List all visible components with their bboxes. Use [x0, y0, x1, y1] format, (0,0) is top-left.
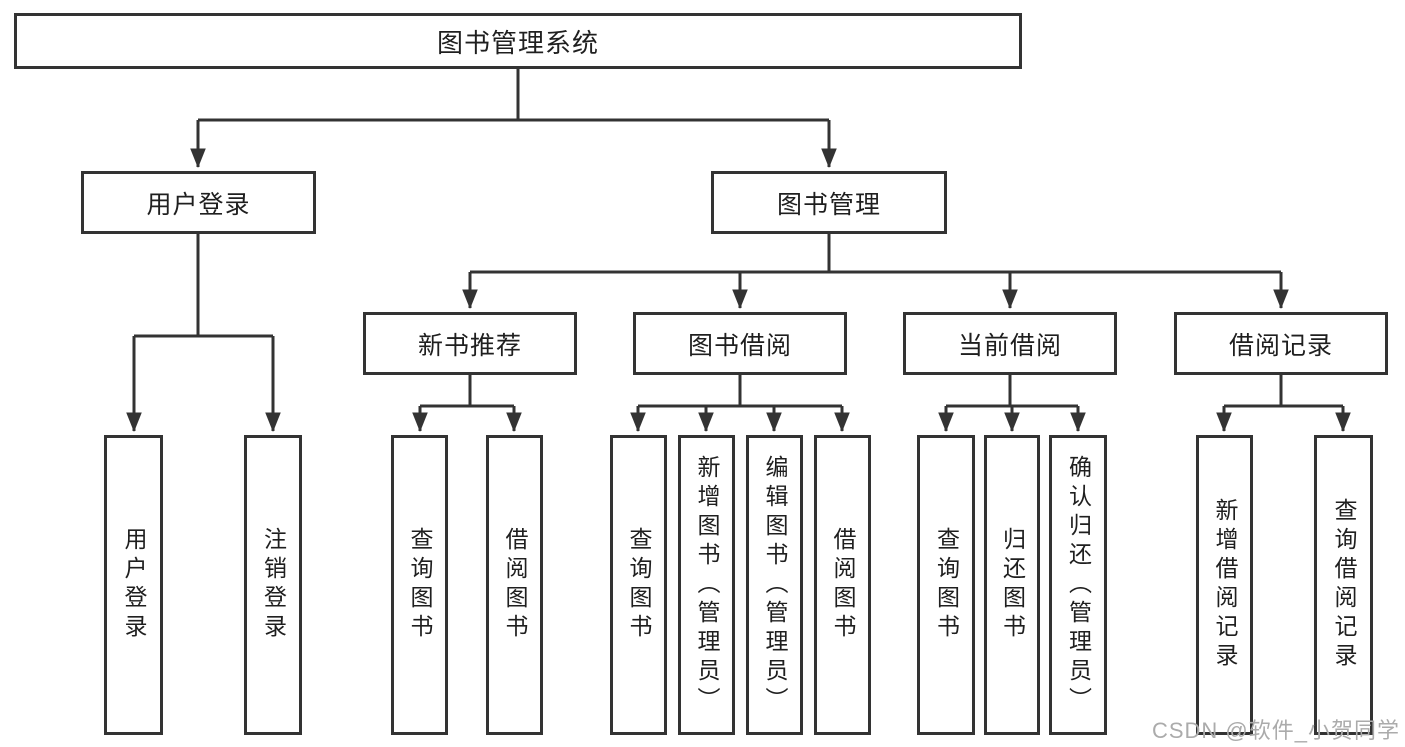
- leaf-add-borrow-record: 新增借阅记录: [1196, 435, 1253, 735]
- leaf-query-book-current: 查询图书: [917, 435, 975, 735]
- node-label: 新增借阅记录: [1212, 498, 1238, 672]
- csdn-watermark: CSDN @软件_小贺同学: [1151, 718, 1400, 743]
- leaf-confirm-return-admin: 确认归还（管理员）: [1049, 435, 1107, 735]
- node-label: 借阅记录: [1228, 331, 1333, 360]
- node-label: 查询借阅记录: [1331, 498, 1357, 672]
- node-label: 查询图书: [626, 527, 652, 643]
- node-label: 图书借阅: [687, 331, 792, 360]
- node-current-borrow: 当前借阅: [903, 312, 1117, 375]
- leaf-add-book-admin: 新增图书（管理员）: [678, 435, 735, 735]
- node-book-management: 图书管理: [711, 171, 947, 234]
- node-label: 新书推荐: [417, 331, 522, 360]
- leaf-query-book-borrow: 查询图书: [610, 435, 667, 735]
- node-book-borrow: 图书借阅: [633, 312, 847, 375]
- leaf-return-book: 归还图书: [984, 435, 1040, 735]
- leaf-query-book-recommend: 查询图书: [391, 435, 448, 735]
- node-label: 归还图书: [999, 527, 1026, 643]
- leaf-borrow-book-recommend: 借阅图书: [486, 435, 543, 735]
- node-label: 当前借阅: [957, 331, 1062, 360]
- node-label: 编辑图书（管理员）: [762, 454, 788, 716]
- node-label: 查询图书: [407, 527, 433, 643]
- leaf-logout-login: 注销登录: [244, 435, 302, 735]
- leaf-edit-book-admin: 编辑图书（管理员）: [746, 435, 803, 735]
- node-label: 用户登录: [121, 527, 147, 643]
- node-label: 新增图书（管理员）: [694, 454, 720, 716]
- leaf-user-login: 用户登录: [104, 435, 163, 735]
- node-user-login: 用户登录: [81, 171, 316, 234]
- node-library-system: 图书管理系统: [14, 13, 1022, 69]
- node-label: 借阅图书: [830, 527, 856, 643]
- node-label: 查询图书: [933, 527, 960, 643]
- node-label: 图书管理: [776, 190, 881, 219]
- node-new-book-recommend: 新书推荐: [363, 312, 577, 375]
- node-label: 借阅图书: [502, 527, 528, 643]
- node-label: 注销登录: [260, 527, 287, 643]
- leaf-borrow-book: 借阅图书: [814, 435, 871, 735]
- node-label: 确认归还（管理员）: [1065, 454, 1092, 716]
- leaf-query-borrow-record: 查询借阅记录: [1314, 435, 1373, 735]
- node-borrow-records: 借阅记录: [1174, 312, 1388, 375]
- node-label: 图书管理系统: [436, 27, 599, 58]
- node-label: 用户登录: [146, 190, 251, 219]
